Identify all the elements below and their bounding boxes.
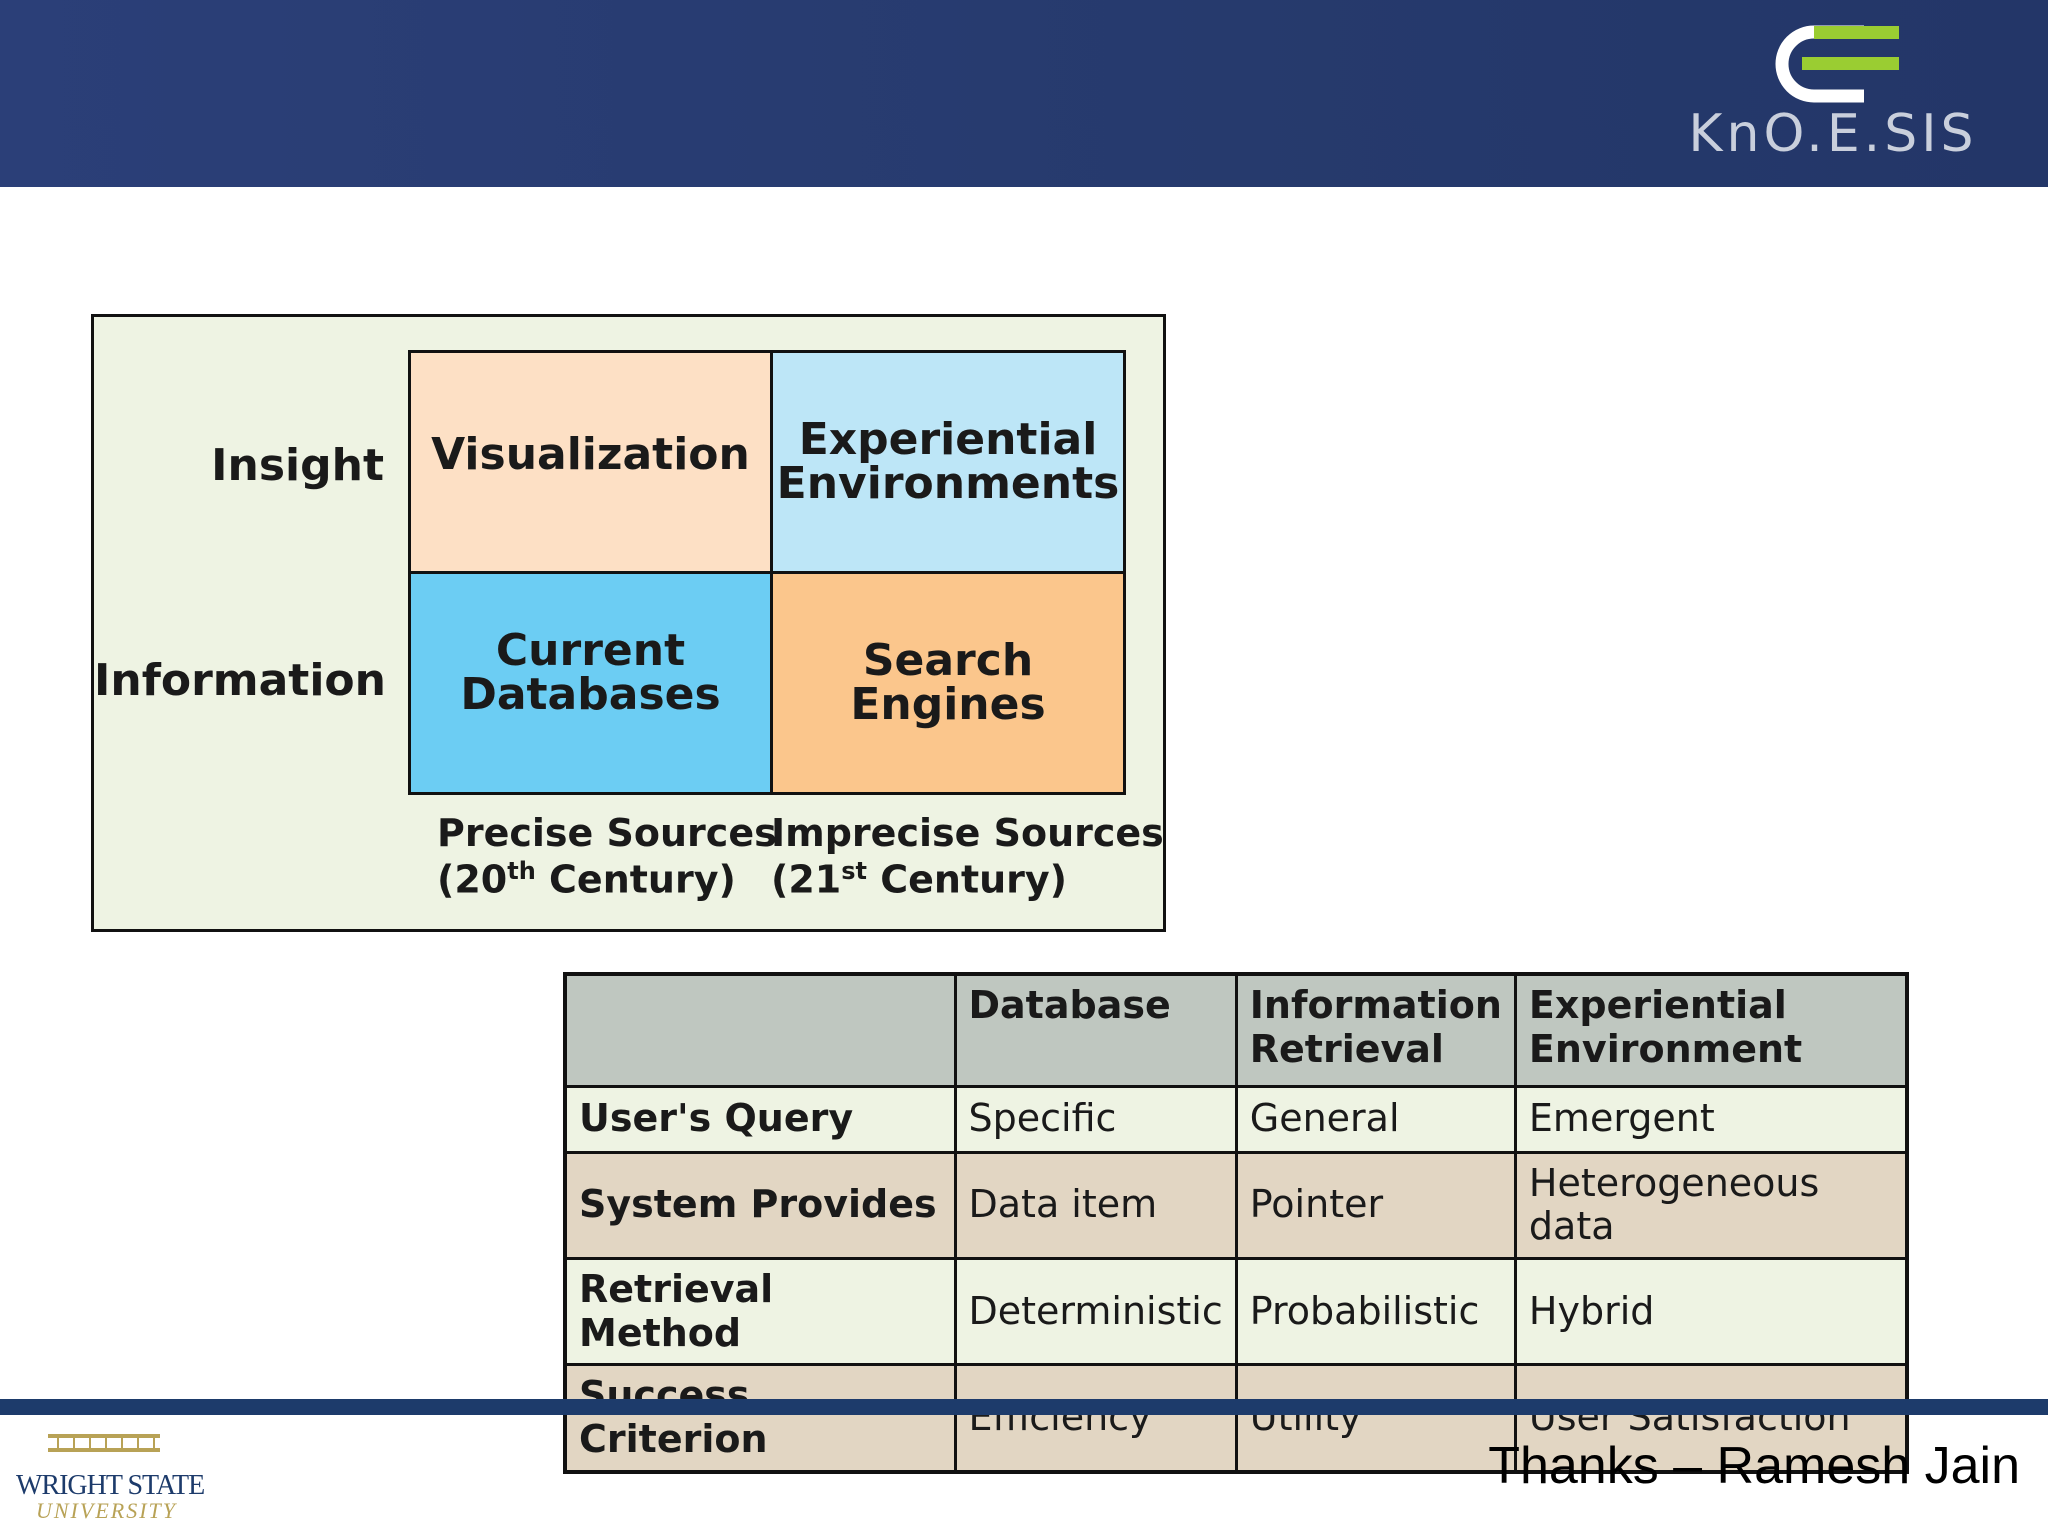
credit-text: Thanks – Ramesh Jain [1488, 1437, 2020, 1495]
table-cell: Probabilistic [1234, 1256, 1517, 1367]
col-label-precise-line2: (20th Century) [437, 857, 777, 903]
cell-current-databases: Current Databases [408, 571, 773, 795]
table-cell: Pointer [1234, 1150, 1517, 1260]
table-cell: Deterministic [953, 1256, 1238, 1367]
precise-century-prefix: (20 [437, 857, 508, 902]
precise-century-suffix: Century) [535, 857, 736, 902]
table-row: Retrieval Method Deterministic Probabili… [563, 1256, 1909, 1367]
table-row-header: System Provides [563, 1150, 957, 1260]
table-row: User's Query Specific General Emergent [563, 1084, 1909, 1154]
cell-experiential-line1: Experiential [798, 414, 1098, 465]
table-header-cell: Database [953, 972, 1238, 1088]
table-row-header: Success Criterion [563, 1363, 957, 1474]
cell-search-line2: Engines [850, 679, 1046, 730]
table-cell: Utility [1234, 1363, 1517, 1474]
row-label-information: Information [94, 655, 386, 706]
cell-search-engines: Search Engines [770, 571, 1126, 795]
col-label-imprecise-line2: (21st Century) [771, 857, 1164, 903]
imprecise-century-prefix: (21 [771, 857, 842, 902]
table-row: System Provides Data item Pointer Hetero… [563, 1150, 1909, 1260]
table-header-cell [563, 972, 957, 1088]
table-cell: Emergent [1513, 1084, 1909, 1154]
table-row-header: Retrieval Method [563, 1256, 957, 1367]
imprecise-century-suffix: Century) [867, 857, 1068, 902]
wright-state-logo: WRIGHT STATE UNIVERSITY [16, 1430, 216, 1530]
table-cell: Heterogeneous data [1513, 1150, 1909, 1260]
header-band: KnO.E.SIS [0, 0, 2048, 187]
table-header-row: Database Information Retrieval Experient… [563, 972, 1909, 1088]
precise-century-sup: th [507, 856, 536, 885]
knoesis-logo: KnO.E.SIS [1668, 18, 1998, 164]
cell-visualization: Visualization [408, 350, 773, 574]
table-header-cell: Experiential Environment [1513, 972, 1909, 1088]
table-cell: Efficiency [953, 1363, 1238, 1474]
imprecise-century-sup: st [841, 856, 868, 885]
table-cell: Specific [953, 1084, 1238, 1154]
matrix-diagram: Insight Information Visualization Experi… [91, 314, 1166, 932]
table-row-header: User's Query [563, 1084, 957, 1154]
knoesis-emblem-icon [1775, 25, 1899, 103]
logo-text: KnO.E.SIS [1688, 104, 1978, 164]
table-cell: User Satisfaction [1513, 1363, 1909, 1474]
wright-flyer-icon [48, 1434, 160, 1452]
table-header-cell: Information Retrieval [1234, 972, 1517, 1088]
table-cell: Data item [953, 1150, 1238, 1260]
footer-bar [0, 1399, 2048, 1415]
university-name: WRIGHT STATE [16, 1470, 205, 1501]
col-label-precise-line1: Precise Sources [437, 811, 777, 855]
cell-visualization-label: Visualization [431, 429, 750, 480]
cell-current-line2: Databases [460, 669, 721, 720]
university-sub: UNIVERSITY [36, 1498, 177, 1523]
row-label-insight: Insight [211, 440, 384, 491]
table-cell: General [1234, 1084, 1517, 1154]
cell-experiential-environments: Experiential Environments [770, 350, 1126, 574]
cell-experiential-line2: Environments [776, 458, 1120, 509]
col-label-imprecise-line1: Imprecise Sources [771, 811, 1164, 855]
col-label-precise: Precise Sources (20th Century) [437, 811, 777, 903]
comparison-table: Database Information Retrieval Experient… [563, 972, 1910, 1474]
table-cell: Hybrid [1513, 1256, 1909, 1367]
cell-current-line1: Current [495, 625, 686, 676]
col-label-imprecise: Imprecise Sources (21st Century) [771, 811, 1164, 903]
cell-search-line1: Search [862, 635, 1034, 686]
